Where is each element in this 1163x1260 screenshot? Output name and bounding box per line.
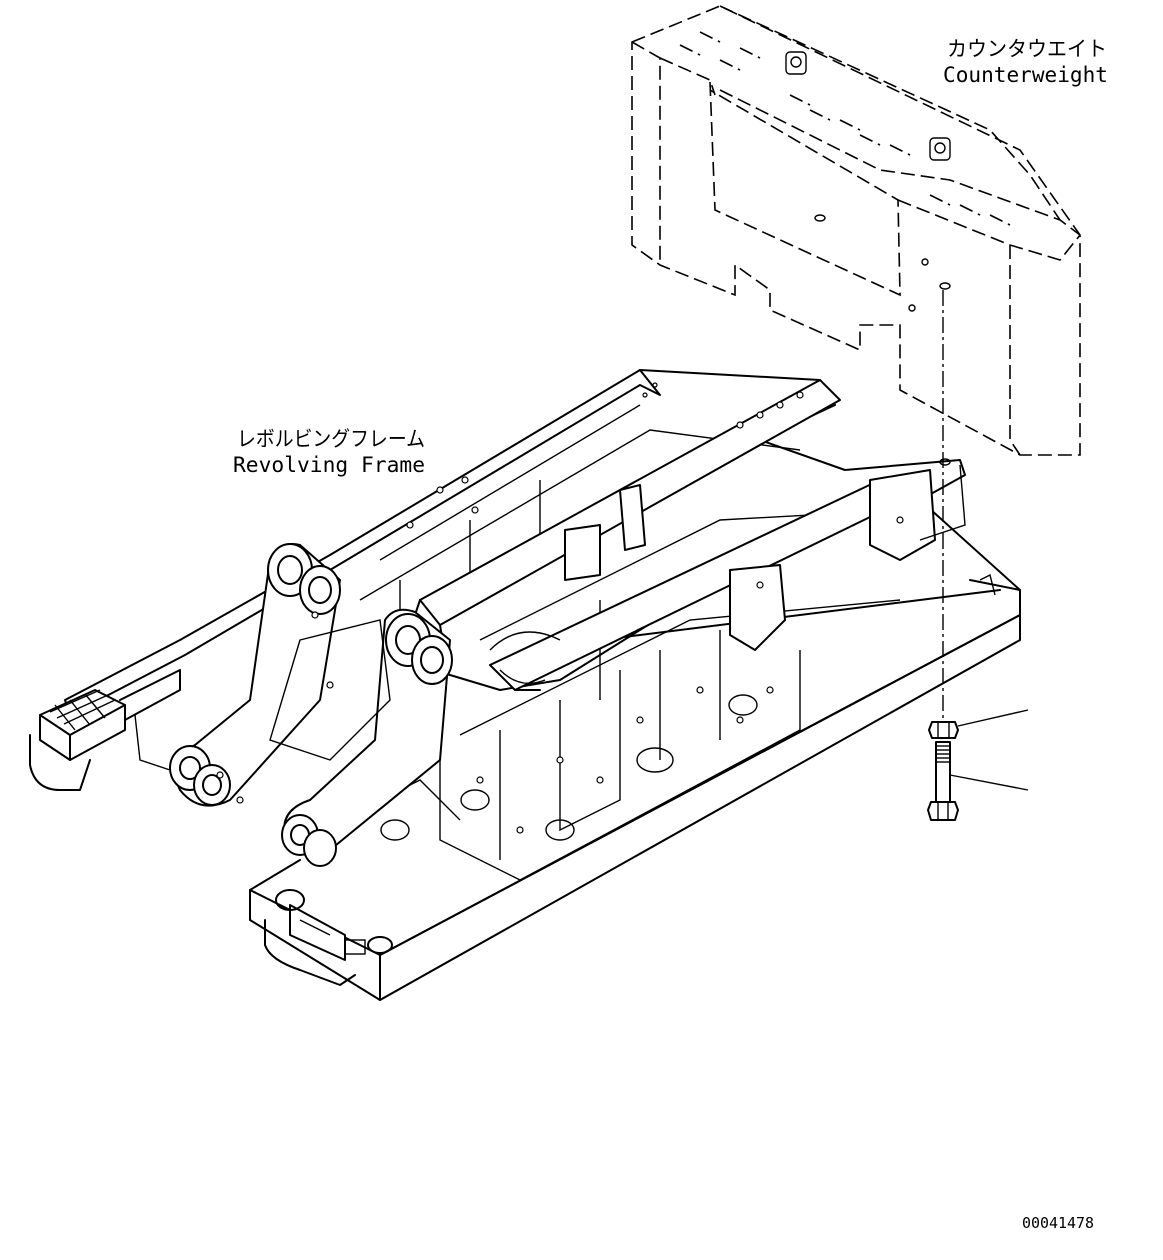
bolt-leader-line xyxy=(949,774,1029,791)
counterweight xyxy=(631,5,1081,466)
revolving-frame-label-jp: レボルビングフレーム xyxy=(237,427,425,451)
revolving-frame xyxy=(29,369,1021,1001)
counterweight-label-en: Counterweight xyxy=(943,63,1108,87)
counterweight-label-jp: カウンタウエイト xyxy=(947,37,1107,61)
bolt-icon xyxy=(927,741,959,821)
revolving-frame-label-en: Revolving Frame xyxy=(233,453,425,477)
nut-icon xyxy=(928,721,959,739)
nut-leader-line xyxy=(957,709,1029,727)
drawing-number: 00041478 xyxy=(1022,1214,1094,1232)
